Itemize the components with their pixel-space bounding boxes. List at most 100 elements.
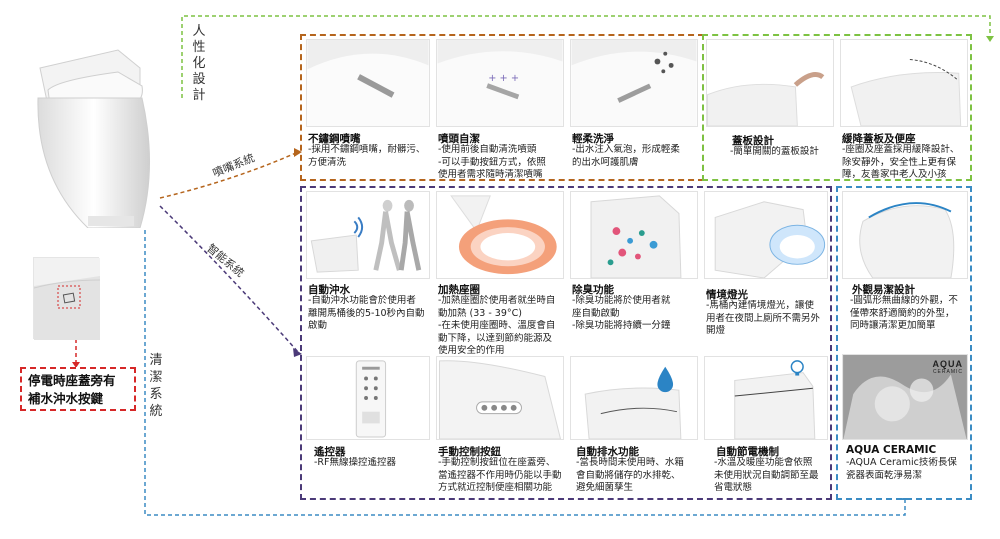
night-light-image xyxy=(704,191,828,279)
manual-button-image xyxy=(436,356,564,440)
power-save-image xyxy=(704,356,828,440)
toilet-main-image xyxy=(18,28,168,229)
label-human-design: 人性化設計 xyxy=(192,24,206,104)
gentle-wash-image xyxy=(570,39,698,127)
card-stainless-nozzle-desc: -採用不鏽鋼噴嘴，耐髒污、 方便清洗 xyxy=(308,144,430,169)
card-night-light-desc: -馬桶內建情境燈光，讓使 用者在夜間上廁所不需另外 開燈 xyxy=(706,300,828,338)
label-clean-system-text: 清潔系統 xyxy=(149,353,163,419)
card-manual-button: 手動控制按鈕 -手動控制按鈕位在座蓋旁、 當遙控器不作用時仍能以手動 方式就近控… xyxy=(436,356,564,496)
card-deodorize-desc-3: -除臭功能將持續一分鐘 xyxy=(572,320,671,331)
label-smart-system-text: 智能系統 xyxy=(204,241,247,280)
card-auto-drain-desc-3: 避免細菌孳生 xyxy=(576,482,634,493)
label-human-design-text: 人性化設計 xyxy=(192,24,206,103)
heated-seat-image xyxy=(436,191,564,279)
card-lid-design-title: 蓋板設計 xyxy=(732,135,774,147)
nozzle-self-clean-image: + + + xyxy=(436,39,564,127)
card-manual-button-title: 手動控制按鈕 xyxy=(438,446,501,458)
card-easy-clean-shape-desc: -圓弧形無曲線的外觀，不 僅帶來舒適簡約的外型， 同時讓清潔更加簡單 xyxy=(850,295,968,333)
card-lid-design-desc-1: -簡單開關的蓋板設計 xyxy=(730,146,819,157)
card-gentle-wash-desc-2: 的出水呵護肌膚 xyxy=(572,156,639,168)
aqua-logo-line-1: AQUA xyxy=(932,359,963,369)
callout-line-1: 停電時座蓋旁有 xyxy=(28,373,116,388)
card-stainless-nozzle-title: 不鏽鋼噴嘴 xyxy=(308,133,361,145)
card-auto-flush-title: 自動沖水 xyxy=(308,284,350,296)
arrow-smart xyxy=(159,205,299,353)
group-human-design xyxy=(702,34,972,181)
stainless-nozzle-image xyxy=(306,39,430,127)
card-easy-clean-shape-desc-3: 同時讓清潔更加簡單 xyxy=(850,320,936,331)
card-manual-button-desc: -手動控制按鈕位在座蓋旁、 當遙控器不作用時仍能以手動 方式就近控制便座相關功能 xyxy=(438,457,564,495)
card-gentle-wash: 輕柔洗淨 -出水注入氣泡，形成輕柔 的出水呵護肌膚 xyxy=(570,39,698,179)
aqua-ceramic-logo: AQUA CERAMIC xyxy=(933,359,964,375)
aqua-ceramic-image: AQUA CERAMIC xyxy=(842,354,968,440)
card-night-light: 情境燈光 -馬桶內建情境燈光，讓使 用者在夜間上廁所不需另外 開燈 xyxy=(704,191,828,341)
card-heated-seat-desc-2: 動加熱 (33 - 39°C) xyxy=(438,307,522,319)
card-night-light-title: 情境燈光 xyxy=(706,289,748,301)
card-easy-clean-shape-title: 外觀易潔設計 xyxy=(852,284,915,296)
card-deodorize-desc-2: 座自動啟動 xyxy=(572,307,620,319)
card-easy-clean-shape-desc-2: 僅帶來舒適簡約的外型， xyxy=(850,307,955,319)
card-aqua-ceramic-title: AQUA CERAMIC xyxy=(846,444,937,456)
card-heated-seat-desc: -加熱座圈於使用者就坐時自 動加熱 (33 - 39°C) -在未使用座圈時、溫… xyxy=(438,295,564,358)
card-remote-desc: -RF無線操控遙控器 xyxy=(314,457,430,470)
card-lid-design: 蓋板設計 -簡單開關的蓋板設計 xyxy=(706,39,834,179)
card-auto-drain-desc-1: -當長時間未使用時、水箱 xyxy=(576,457,684,468)
card-gentle-wash-title: 輕柔洗淨 xyxy=(572,133,614,145)
card-auto-flush-desc-2: 離開馬桶後的5-10秒內自動 xyxy=(308,307,425,319)
card-deodorize-title: 除臭功能 xyxy=(572,284,614,296)
card-remote-title: 遙控器 xyxy=(314,446,346,458)
card-power-save-desc-2: 未使用狀況自動調節至最 xyxy=(714,469,819,481)
card-nozzle-self-clean-desc-3: 使用者需求隨時清潔噴嘴 xyxy=(438,169,543,180)
card-nozzle-self-clean-desc-2: -可以手動按鈕方式，依照 xyxy=(438,156,546,168)
remote-image xyxy=(306,356,430,440)
card-deodorize-desc-1: -除臭功能將於使用者就 xyxy=(572,295,671,306)
card-heated-seat-desc-4: 動下降，以達到節約能源及 xyxy=(438,332,553,344)
card-auto-drain-title: 自動排水功能 xyxy=(576,446,639,458)
label-clean-system: 清潔系統 xyxy=(149,352,163,420)
card-manual-button-desc-3: 方式就近控制便座相關功能 xyxy=(438,482,553,493)
slow-close-image xyxy=(840,39,968,127)
group-smart-system xyxy=(300,186,832,500)
card-auto-drain-desc-2: 會自動將儲存的水排乾、 xyxy=(576,469,681,481)
label-nozzle-system: 噴嘴系統 xyxy=(210,150,257,181)
blackout-flush-callout: 停電時座蓋旁有 補水沖水按鍵 xyxy=(20,367,136,411)
card-aqua-ceramic-desc-1: -AQUA Ceramic技術長保 xyxy=(846,457,957,468)
card-auto-drain-desc: -當長時間未使用時、水箱 會自動將儲存的水排乾、 避免細菌孳生 xyxy=(576,457,698,495)
card-slow-close-desc-3: 障，友善家中老人及小孩 xyxy=(842,169,947,180)
card-auto-flush: 自動沖水 -自動沖水功能會於使用者 離開馬桶後的5-10秒內自動 啟動 xyxy=(306,191,430,341)
auto-flush-image xyxy=(306,191,430,279)
card-nozzle-self-clean-title: 噴頭自潔 xyxy=(438,133,480,145)
card-power-save-title: 自動節電機制 xyxy=(716,446,779,458)
card-heated-seat-desc-1: -加熱座圈於使用者就坐時自 xyxy=(438,295,556,306)
card-power-save: 自動節電機制 -水溫及暖座功能會依照 未使用狀況自動調節至最 省電狀態 xyxy=(704,356,828,496)
label-smart-system: 智能系統 xyxy=(204,240,248,281)
card-stainless-nozzle: 不鏽鋼噴嘴 -採用不鏽鋼噴嘴，耐髒污、 方便清洗 xyxy=(306,39,430,179)
auto-drain-image xyxy=(570,356,698,440)
card-easy-clean-shape: 外觀易潔設計 -圓弧形無曲線的外觀，不 僅帶來舒適簡約的外型， 同時讓清潔更加簡… xyxy=(842,191,968,341)
card-slow-close-title: 緩降蓋板及便座 xyxy=(842,133,916,145)
card-heated-seat: 加熱座圈 -加熱座圈於使用者就坐時自 動加熱 (33 - 39°C) -在未使用… xyxy=(436,191,564,356)
group-clean-system xyxy=(836,186,972,500)
card-lid-design-desc: -簡單開關的蓋板設計 xyxy=(730,146,834,159)
side-button-detail-image xyxy=(33,257,101,340)
card-aqua-ceramic-desc-2: 瓷器表面乾淨易潔 xyxy=(846,469,923,481)
card-nozzle-self-clean-desc: -使用前後自動清洗噴頭 -可以手動按鈕方式，依照 使用者需求隨時清潔噴嘴 xyxy=(438,144,564,182)
card-easy-clean-shape-desc-1: -圓弧形無曲線的外觀，不 xyxy=(850,295,958,306)
card-gentle-wash-desc-1: -出水注入氣泡，形成輕柔 xyxy=(572,144,680,155)
card-auto-drain: 自動排水功能 -當長時間未使用時、水箱 會自動將儲存的水排乾、 避免細菌孳生 xyxy=(570,356,698,496)
aqua-logo-line-2: CERAMIC xyxy=(932,369,963,375)
deodorize-image xyxy=(570,191,698,279)
card-manual-button-desc-1: -手動控制按鈕位在座蓋旁、 xyxy=(438,457,556,468)
card-night-light-desc-1: -馬桶內建情境燈光，讓使 xyxy=(706,300,814,311)
card-deodorize: 除臭功能 -除臭功能將於使用者就 座自動啟動 -除臭功能將持續一分鐘 xyxy=(570,191,698,341)
card-slow-close-desc-2: 除安靜外，安全性上更有保 xyxy=(842,156,957,168)
card-night-light-desc-3: 開燈 xyxy=(706,325,726,336)
svg-text:+ + +: + + + xyxy=(488,73,519,84)
card-remote: 遙控器 -RF無線操控遙控器 xyxy=(306,356,430,496)
card-deodorize-desc: -除臭功能將於使用者就 座自動啟動 -除臭功能將持續一分鐘 xyxy=(572,295,698,333)
card-heated-seat-desc-5: 使用安全的作用 xyxy=(438,345,505,356)
card-auto-flush-desc-1: -自動沖水功能會於使用者 xyxy=(308,295,416,306)
card-stainless-nozzle-desc-2: 方便清洗 xyxy=(308,156,347,168)
card-power-save-desc-1: -水溫及暖座功能會依照 xyxy=(714,457,813,468)
card-night-light-desc-2: 用者在夜間上廁所不需另外 xyxy=(706,312,821,324)
